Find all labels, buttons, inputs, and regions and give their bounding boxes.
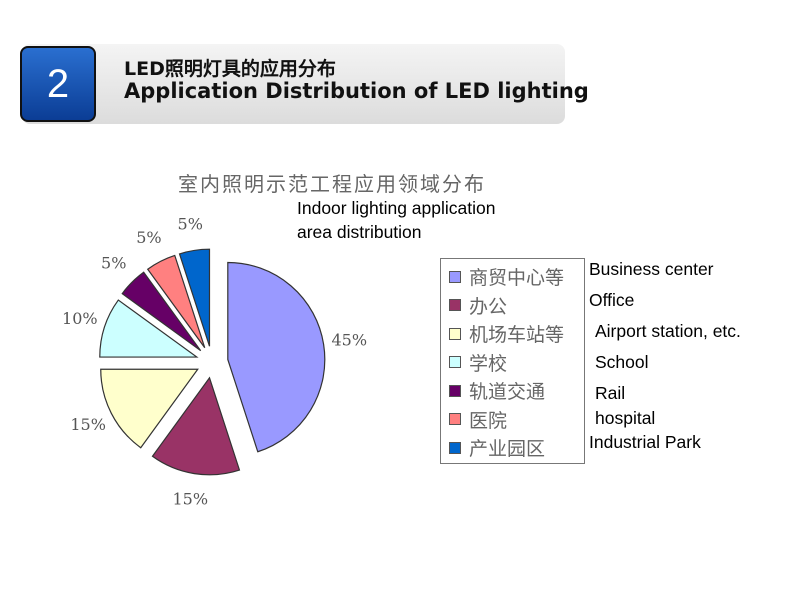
slice-label: 5% [101, 254, 126, 273]
slice-label: 15% [172, 489, 208, 508]
legend-label-en: Industrial Park [589, 432, 701, 452]
chart-title-en-1: Indoor lighting application [297, 198, 496, 218]
legend-swatch [449, 441, 461, 454]
legend-label-en: Office [589, 290, 635, 310]
legend-label: 机场车站等 [469, 324, 565, 346]
legend-label: 学校 [469, 352, 508, 375]
pie-slice [151, 376, 241, 476]
pie-slice [100, 368, 199, 449]
legend: 商贸中心等办公机场车站等学校轨道交通医院产业园区 [440, 258, 585, 464]
legend-item: 办公 [449, 292, 507, 319]
header-banner [22, 44, 565, 124]
slice-label: 15% [70, 415, 106, 434]
slice-label: 45% [332, 330, 368, 349]
legend-swatch [449, 413, 461, 425]
title-chinese: LED照明灯具的应用分布 [124, 58, 336, 80]
legend-swatch [449, 356, 461, 368]
legend-label: 办公 [469, 295, 508, 318]
legend-label-en: Business center [589, 259, 714, 279]
legend-label-en: Rail [595, 383, 626, 403]
pie-slice [146, 254, 206, 349]
pie-slice [121, 271, 202, 352]
legend-item: 医院 [449, 406, 507, 433]
legend-label-en: hospital [595, 408, 656, 428]
legend-label: 商贸中心等 [469, 267, 565, 289]
pie-slice [99, 299, 199, 358]
legend-label-en: School [595, 352, 649, 372]
legend-label: 医院 [469, 409, 508, 432]
legend-swatch [449, 327, 461, 340]
title-english: Application Distribution of LED lighting [124, 79, 589, 103]
legend-item: 学校 [449, 349, 507, 376]
legend-label: 轨道交通 [469, 381, 546, 403]
legend-swatch [449, 384, 461, 397]
legend-label: 产业园区 [469, 438, 546, 460]
chart-title-en-2: area distribution [297, 222, 422, 242]
chart-title: 室内照明示范工程应用领域分布 [178, 172, 486, 196]
section-number: 2 [20, 46, 96, 122]
legend-label-en: Airport station, etc. [595, 321, 741, 341]
pie-slice [178, 248, 211, 347]
slice-label: 10% [62, 309, 98, 328]
slice-label: 5% [136, 228, 161, 247]
legend-item: 产业园区 [449, 434, 545, 461]
legend-item: 商贸中心等 [449, 263, 564, 290]
legend-item: 机场车站等 [449, 320, 564, 347]
legend-swatch [449, 299, 461, 311]
legend-item: 轨道交通 [449, 377, 545, 404]
pie-slice [227, 261, 326, 453]
legend-swatch [449, 270, 461, 283]
slice-label: 5% [178, 215, 203, 234]
